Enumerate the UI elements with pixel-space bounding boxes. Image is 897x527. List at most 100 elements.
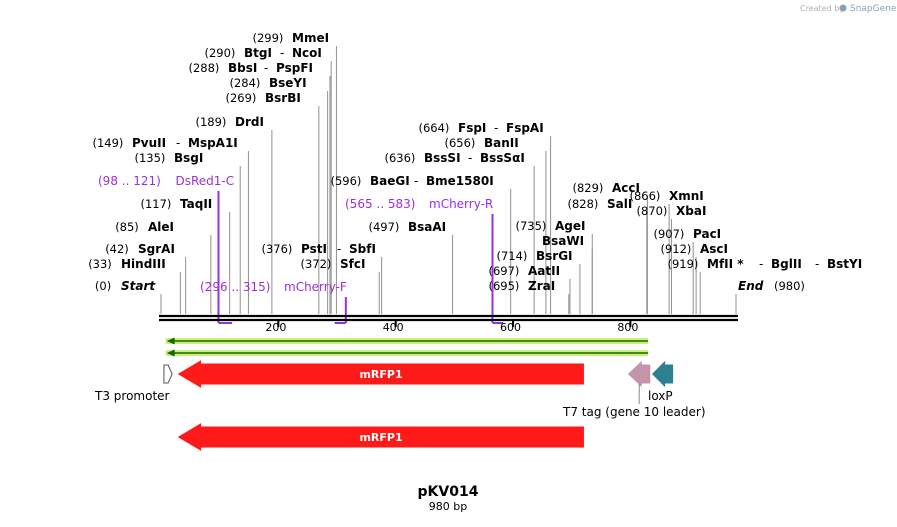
enzyme-site[interactable]: (497)BsaAI: [369, 220, 454, 314]
enzyme-name: NcoI: [292, 46, 322, 60]
enzyme-site[interactable]: (714)BsrGI: [497, 249, 581, 314]
enzyme-site[interactable]: (299)MmeI: [253, 31, 337, 314]
enzyme-site[interactable]: (735)AgeI: [516, 219, 593, 314]
enzyme-site[interactable]: (117)TaqII: [141, 197, 231, 314]
enzyme-site[interactable]: (149)PvuII-MspA1I: [93, 136, 249, 314]
primer-name: mCherry-R: [429, 197, 493, 211]
enzyme-site-position: (870): [637, 204, 668, 218]
enzyme-name: SgrAI: [138, 242, 175, 256]
plasmid-name: pKV014: [418, 484, 479, 500]
enzyme-site[interactable]: (135)BsgI: [135, 151, 241, 314]
enzyme-site[interactable]: (269)BsrBI: [226, 91, 320, 314]
ruler-tick-label: 600: [500, 321, 521, 334]
enzyme-site[interactable]: (33)HindIII: [88, 257, 181, 314]
enzyme-name: PspFI: [276, 61, 313, 75]
enzyme-name-separator: -: [280, 46, 284, 60]
enzyme-name-separator: -: [176, 136, 180, 150]
feature-t7-tag-gene-10-leader-[interactable]: T7 tag (gene 10 leader): [562, 360, 706, 419]
enzyme-site[interactable]: (85) AleI: [115, 220, 212, 314]
enzyme-site[interactable]: End(980): [735, 279, 805, 314]
enzyme-name: ZraI: [528, 279, 555, 293]
primer-range: (565 .. 583): [345, 197, 415, 211]
primer-dsred1-c[interactable]: (98 .. 121)DsRed1-C: [98, 174, 234, 324]
enzyme-site-position: (117): [141, 197, 172, 211]
enzyme-site-position: (85): [115, 220, 139, 234]
enzyme-name-separator: -: [759, 257, 763, 271]
enzyme-site-position: (828): [568, 197, 599, 211]
enzyme-site[interactable]: (828) SalI: [568, 197, 648, 314]
enzyme-name: DrdI: [235, 115, 264, 129]
enzyme-site-position: (372): [301, 257, 332, 271]
enzyme-site[interactable]: (0) Start: [95, 279, 162, 314]
enzyme-name: SalI: [607, 197, 632, 211]
enzyme-name: MspA1I: [188, 136, 238, 150]
enzyme-site[interactable]: (656)BanII: [445, 136, 547, 314]
dna-backbone: [159, 314, 738, 322]
enzyme-site[interactable]: (664)FspI-FspAI: [419, 121, 552, 314]
enzyme-site[interactable]: (284)BseYI: [230, 76, 329, 314]
feature-loxp[interactable]: loxP: [648, 360, 674, 403]
restriction-sites: (0)Start(33)HindIII(42)SgrAI(85)AleI(117…: [88, 31, 862, 314]
primer-binding-site: [491, 214, 504, 324]
enzyme-site[interactable]: (912)AscI: [661, 242, 729, 314]
enzyme-name: SfcI: [340, 257, 365, 271]
enzyme-site[interactable]: (290)BtgI-NcoI: [205, 46, 332, 314]
enzyme-site-position: (376): [262, 242, 293, 256]
enzyme-name: BssSαI: [480, 151, 525, 165]
feature-t3-promoter[interactable]: T3 promoter: [94, 364, 173, 403]
enzyme-site[interactable]: (907)PacI: [654, 227, 722, 314]
credit-prefix: Created by: [800, 4, 844, 13]
snapgene-logo-icon: [839, 4, 847, 12]
enzyme-site-position: (714): [497, 249, 528, 263]
enzyme-site[interactable]: (376)PstI-SbfI: [262, 242, 383, 314]
enzyme-site[interactable]: (870)XbaI: [637, 204, 707, 314]
enzyme-name: PacI: [693, 227, 721, 241]
enzyme-site-position: (288): [189, 61, 220, 75]
enzyme-name: BsaWI: [542, 234, 584, 248]
enzyme-site-position: (829): [573, 181, 604, 195]
plasmid-length: 980 bp: [429, 500, 467, 513]
orf-arrowhead: [166, 337, 175, 345]
enzyme-name: BaeGI: [370, 174, 410, 188]
enzyme-name: BglII: [771, 257, 802, 271]
enzyme-name-separator: -: [414, 174, 418, 188]
enzyme-site[interactable]: (372) SfcI: [301, 257, 380, 314]
enzyme-site[interactable]: (596)BaeGI-Bme1580I: [331, 174, 512, 314]
enzyme-site-position: (290): [205, 46, 236, 60]
enzyme-name-separator: -: [337, 242, 341, 256]
primer-name: mCherry-F: [284, 280, 347, 294]
enzyme-site-position: (42): [105, 242, 129, 256]
primer-mcherry-r[interactable]: (565 .. 583) mCherry-R: [345, 197, 504, 324]
enzyme-name: Start: [121, 279, 156, 293]
enzyme-site[interactable]: (697)AatII: [489, 264, 571, 314]
enzyme-site[interactable]: (919)MfII *-BglII-BstYI: [668, 257, 863, 314]
enzyme-site-position: (912): [661, 242, 692, 256]
enzyme-name: PvuII: [132, 136, 166, 150]
enzyme-site[interactable]: (189)DrdI: [196, 115, 273, 314]
enzyme-name: HindIII: [121, 257, 166, 271]
enzyme-name-separator: -: [494, 121, 498, 135]
enzyme-name: BssSI: [424, 151, 461, 165]
enzyme-site[interactable]: (695)ZraI: [489, 279, 570, 314]
enzyme-site[interactable]: (288)BbsI-PspFI: [189, 61, 331, 314]
enzyme-site-position: (269): [226, 91, 257, 105]
feature-arrow: [177, 360, 584, 388]
enzyme-name: FspAI: [506, 121, 544, 135]
enzyme-name: BseYI: [269, 76, 307, 90]
feature-label: mRFP1: [359, 368, 402, 381]
enzyme-site[interactable]: (42) SgrAI: [105, 242, 187, 314]
enzyme-site-position: (135): [135, 151, 166, 165]
enzyme-site-position: (0): [95, 279, 111, 293]
primer-range: (296 .. 315): [200, 280, 270, 294]
primer-mcherry-f[interactable]: (296 .. 315) mCherry-F: [200, 280, 347, 324]
feature-label: T7 tag (gene 10 leader): [562, 405, 706, 419]
enzyme-site-position: (636): [385, 151, 416, 165]
enzyme-name: AleI: [148, 220, 174, 234]
feature-mrfp1[interactable]: mRFP1: [177, 423, 584, 451]
feature-mrfp1[interactable]: mRFP1: [177, 360, 584, 388]
enzyme-site[interactable]: (636) BssSI- BssSαI: [385, 151, 535, 314]
enzyme-site[interactable]: (829)AccI: [573, 181, 648, 314]
enzyme-site-position: (596): [331, 174, 362, 188]
enzyme-site[interactable]: (866)XmnI: [630, 189, 704, 314]
